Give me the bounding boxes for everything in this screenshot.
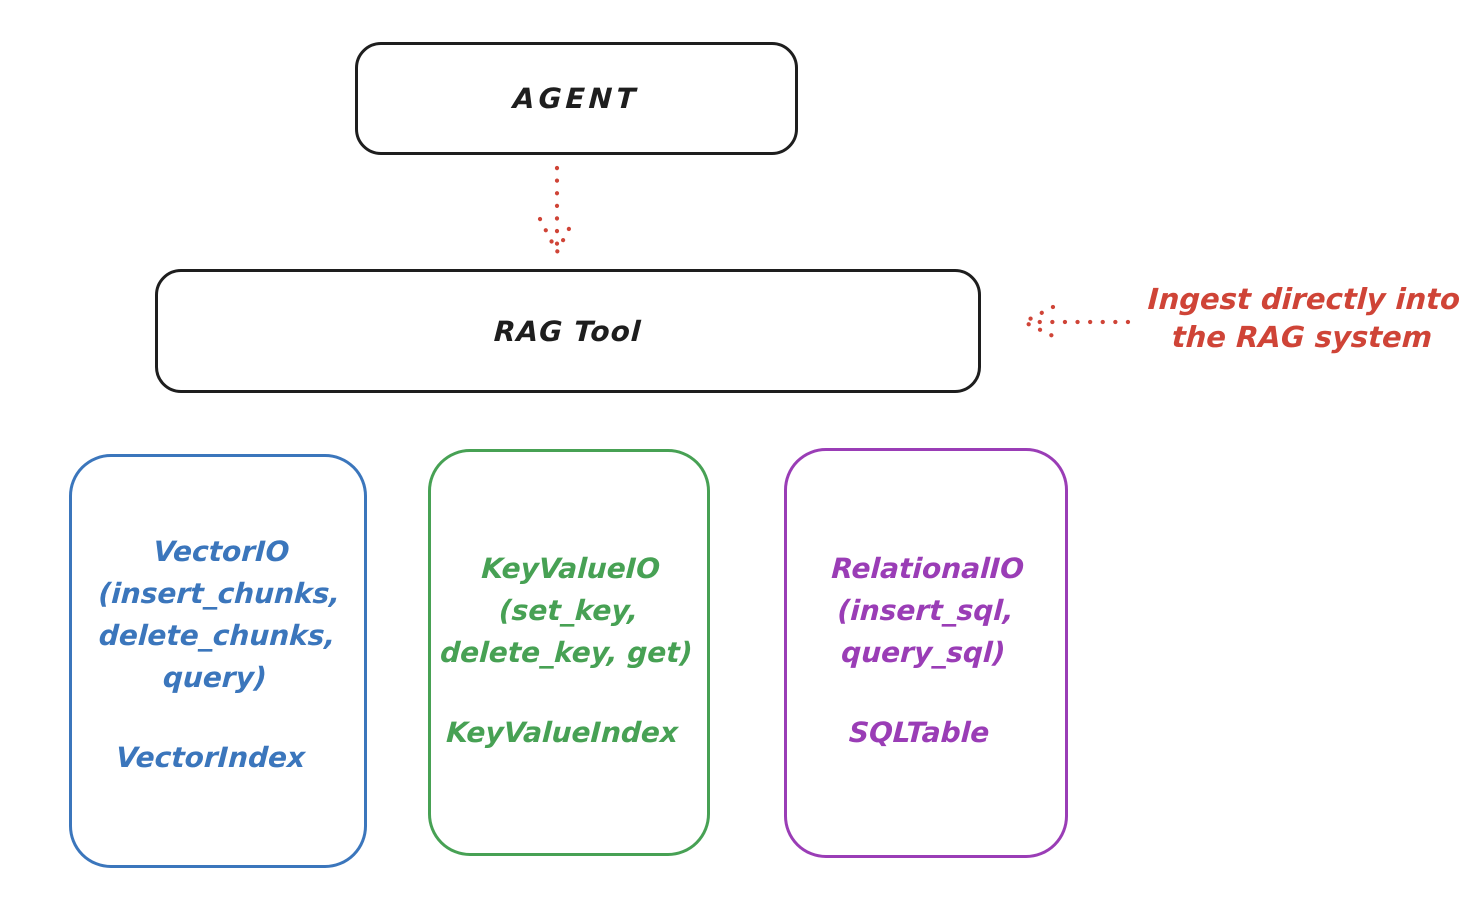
vector-index-label: VectorIndex: [115, 741, 307, 774]
vector-io-box: VectorIO (insert_chunks, delete_chunks, …: [69, 454, 367, 868]
agent-label: AGENT: [512, 82, 641, 115]
relational-io-text: RelationalIO (insert_sql, query_sql) SQL…: [779, 451, 1073, 754]
relational-io-line: RelationalIO: [830, 552, 1025, 585]
vector-io-line: delete_chunks,: [98, 619, 337, 652]
keyvalue-io-line: (set_key,: [498, 594, 640, 627]
keyvalue-io-line: KeyValueIO: [480, 552, 661, 585]
relational-io-box: RelationalIO (insert_sql, query_sql) SQL…: [784, 448, 1068, 858]
keyvalue-index-label: KeyValueIndex: [445, 716, 679, 749]
ingest-annotation-line1: Ingest directly into: [1147, 282, 1461, 316]
relational-io-line: (insert_sql,: [836, 594, 1015, 627]
sql-table-label: SQLTable: [848, 716, 991, 749]
rag-tool-box: RAG Tool: [155, 269, 981, 393]
vector-io-text: VectorIO (insert_chunks, delete_chunks, …: [64, 457, 373, 779]
agent-to-ragtool-arrow-head: [537, 216, 577, 257]
ingest-annotation-line2: the RAG system: [1171, 320, 1433, 354]
vector-io-line: query): [162, 661, 268, 694]
vector-io-line: VectorIO: [152, 535, 291, 568]
keyvalue-io-text: KeyValueIO (set_key, delete_key, get) Ke…: [423, 452, 715, 754]
agent-box: AGENT: [355, 42, 798, 155]
keyvalue-io-line: delete_key, get): [439, 636, 694, 669]
ingest-arrow-head: [1019, 304, 1058, 340]
ingest-annotation: Ingest directly into the RAG system: [1136, 280, 1470, 356]
vector-io-line: (insert_chunks,: [97, 577, 341, 610]
keyvalue-io-box: KeyValueIO (set_key, delete_key, get) Ke…: [428, 449, 710, 856]
rag-tool-label: RAG Tool: [493, 314, 643, 348]
relational-io-line: query_sql): [840, 636, 1007, 669]
